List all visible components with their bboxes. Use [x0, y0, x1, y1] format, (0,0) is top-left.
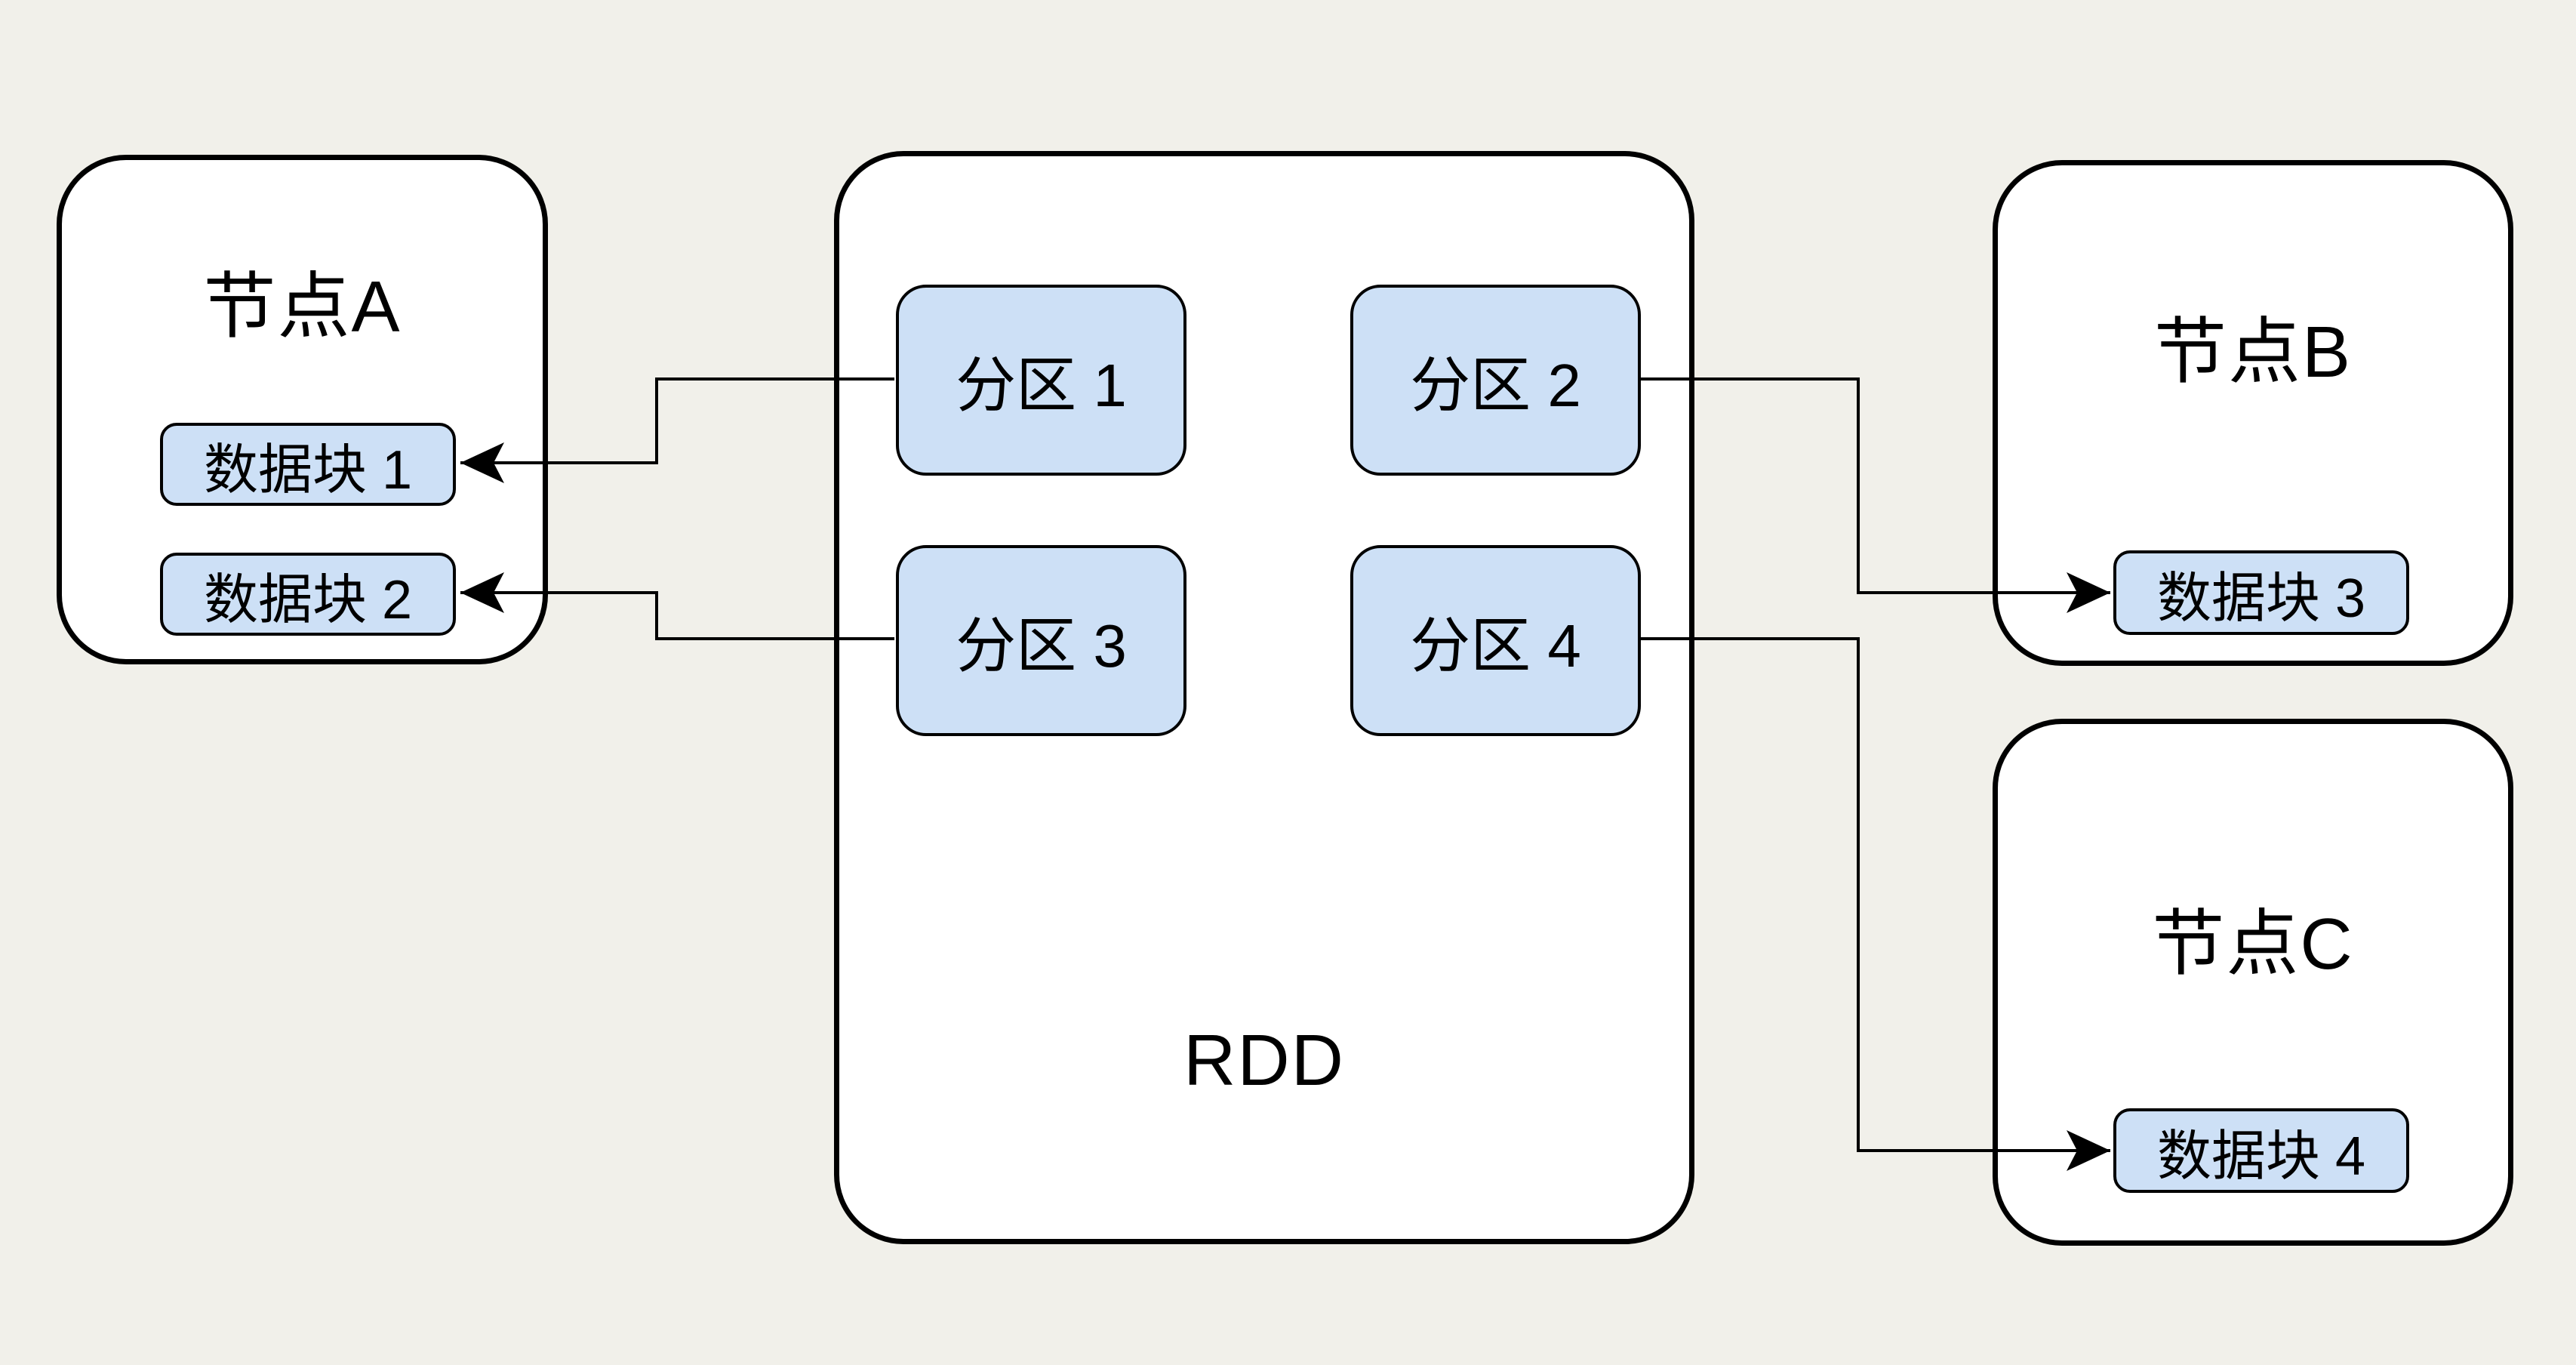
datablock-1-label: 数据块 1: [203, 439, 413, 501]
node-c-box: 节点C 数据块 4: [1993, 719, 2513, 1246]
datablock-4-box: 数据块 4: [2113, 1108, 2409, 1193]
datablock-3-box: 数据块 3: [2113, 550, 2409, 635]
partition-2-box: 分区 2: [1350, 285, 1641, 476]
node-a-box: 节点A 数据块 1 数据块 2: [57, 155, 548, 664]
partition-3-box: 分区 3: [896, 545, 1186, 736]
node-b-box: 节点B 数据块 3: [1993, 160, 2513, 666]
node-a-label: 节点A: [203, 267, 402, 347]
datablock-2-box: 数据块 2: [160, 553, 456, 636]
node-c-label: 节点C: [2152, 904, 2354, 984]
partition-2-label: 分区 2: [1410, 351, 1581, 419]
rdd-box: RDD 分区 1 分区 2 分区 3 分区 4: [834, 151, 1694, 1244]
datablock-4-label: 数据块 4: [2156, 1126, 2366, 1187]
partition-4-label: 分区 4: [1410, 612, 1581, 679]
rdd-label: RDD: [1183, 1020, 1345, 1101]
partition-3-label: 分区 3: [956, 612, 1127, 679]
partition-1-box: 分区 1: [896, 285, 1186, 476]
datablock-3-label: 数据块 3: [2156, 568, 2366, 629]
datablock-1-box: 数据块 1: [160, 423, 456, 506]
node-b-label: 节点B: [2153, 312, 2353, 393]
partition-1-label: 分区 1: [956, 351, 1127, 419]
partition-4-box: 分区 4: [1350, 545, 1641, 736]
datablock-2-label: 数据块 2: [203, 569, 413, 630]
